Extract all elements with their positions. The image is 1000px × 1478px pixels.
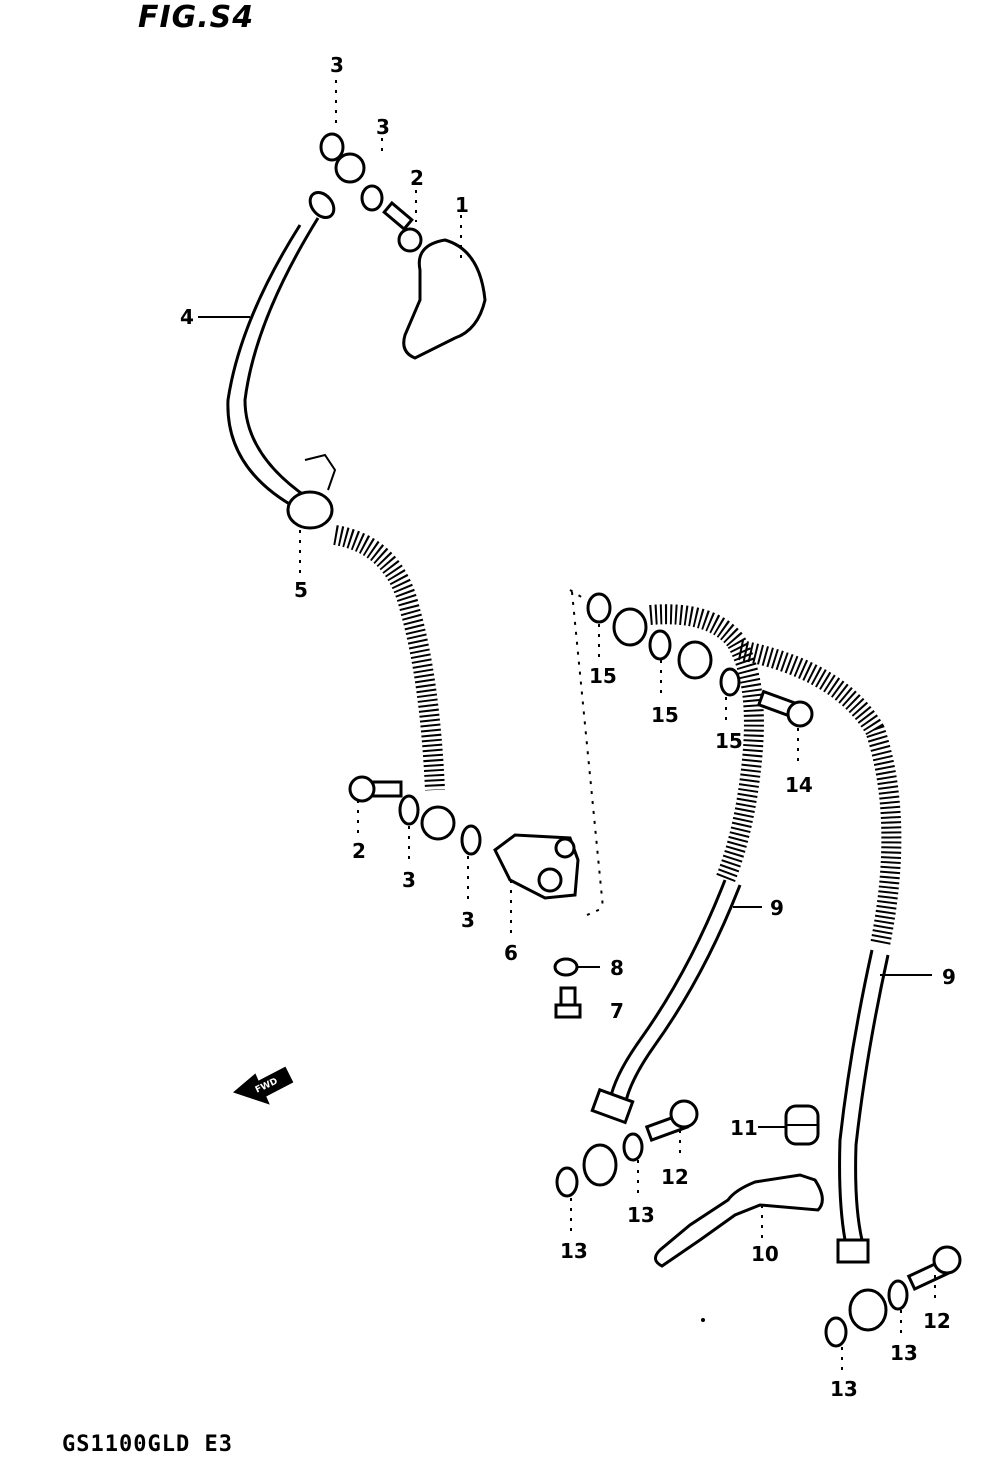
washer-13-d — [887, 1279, 909, 1311]
union-bolt-lower — [348, 775, 403, 803]
callout-3: 3 — [402, 868, 416, 892]
callout-13: 13 — [560, 1239, 588, 1263]
callout-12: 12 — [661, 1165, 689, 1189]
callout-9: 9 — [942, 965, 956, 989]
hose-grommet — [784, 1104, 820, 1146]
callout-10: 10 — [751, 1242, 779, 1266]
callout-14: 14 — [785, 773, 813, 797]
callout-13: 13 — [890, 1341, 918, 1365]
washer-15-b — [648, 629, 672, 661]
callout-11: 11 — [730, 1116, 758, 1140]
callout-4: 4 — [180, 305, 194, 329]
callout-15: 15 — [589, 664, 617, 688]
callout-15: 15 — [651, 703, 679, 727]
three-way-joint — [493, 833, 580, 900]
callout-5: 5 — [294, 578, 308, 602]
callout-8: 8 — [610, 956, 624, 980]
washer-upper-2 — [360, 184, 384, 212]
hose-cap — [402, 238, 487, 360]
hose-clamp — [654, 1173, 824, 1268]
model-code: GS1100GLD E3 — [62, 1432, 233, 1457]
bolt-12-right — [906, 1245, 962, 1291]
callout-3: 3 — [461, 908, 475, 932]
washer-lower-2 — [460, 824, 482, 856]
washer-13-b — [622, 1132, 644, 1162]
bolt-14 — [756, 689, 814, 728]
callout-6: 6 — [504, 941, 518, 965]
callout-3: 3 — [330, 53, 344, 77]
callout-13: 13 — [830, 1377, 858, 1401]
figure-title: FIG.S4 — [138, 0, 255, 35]
lock-washer — [553, 957, 579, 977]
hose-protector-upper — [333, 525, 445, 791]
callout-1: 1 — [455, 193, 469, 217]
washer-15-c — [719, 667, 741, 697]
callout-3: 3 — [376, 115, 390, 139]
washer-upper-1 — [319, 132, 345, 162]
washer-lower-1 — [398, 794, 420, 826]
bolt-12-left — [644, 1099, 699, 1142]
brake-hose-right — [738, 640, 902, 947]
washer-13-c — [824, 1316, 848, 1348]
callout-2: 2 — [352, 839, 366, 863]
washer-15-a — [586, 592, 612, 624]
callout-7: 7 — [610, 999, 624, 1023]
caliper-banjo-left — [582, 1143, 618, 1187]
upper-brake-hose — [226, 224, 302, 512]
callout-12: 12 — [923, 1309, 951, 1333]
washer-13-a — [555, 1166, 579, 1198]
union-bolt-upper — [382, 200, 423, 253]
callout-13: 13 — [627, 1203, 655, 1227]
grommet — [286, 490, 334, 530]
front-direction-arrow: FWD — [233, 1066, 294, 1105]
callout-15: 15 — [715, 729, 743, 753]
callout-9: 9 — [770, 896, 784, 920]
caliper-banjo-right — [848, 1288, 888, 1332]
banjo-fitting-lower — [420, 805, 456, 841]
brake-hose-left — [649, 604, 764, 884]
callout-2: 2 — [410, 166, 424, 190]
mounting-bolt — [554, 986, 582, 1019]
banjo-fitting-upper — [334, 152, 366, 184]
